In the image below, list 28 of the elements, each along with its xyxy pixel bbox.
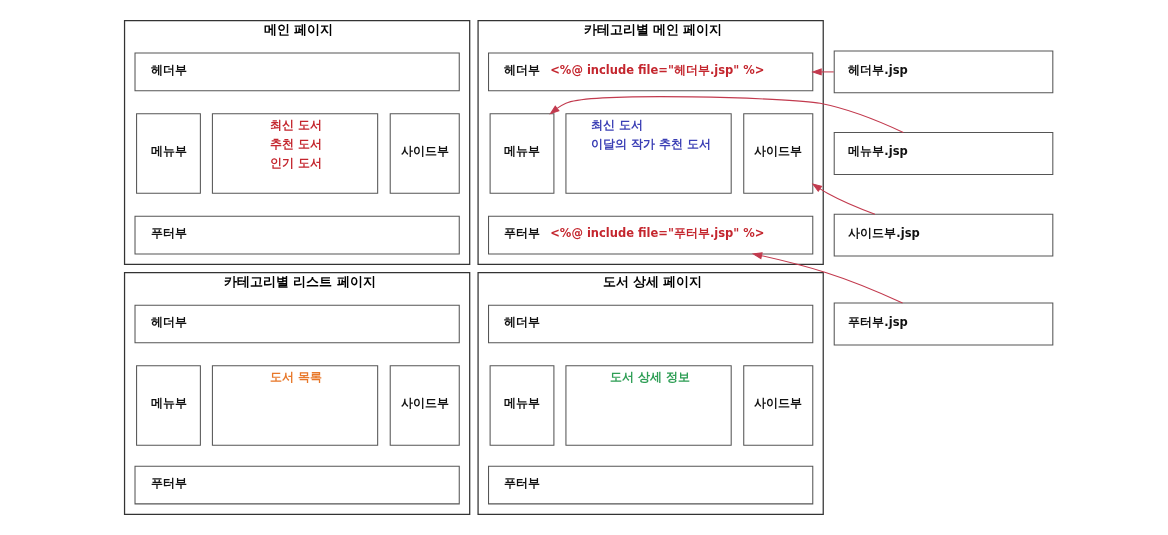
node-box: 메뉴부 (135, 365, 201, 446)
node-box: 사이드부 (742, 113, 813, 194)
node-box: 푸터부 (134, 465, 460, 505)
node-box: 최신 도서 이달의 작가 추천 도서 (564, 113, 732, 194)
node-box: 푸터부 (487, 465, 813, 505)
node-box: 도서 목록 (211, 365, 378, 446)
node-box: 메뉴부 (489, 365, 554, 446)
node-box: 사이드부.jsp (833, 213, 1053, 257)
arrow (548, 96, 904, 134)
node-box: 헤더부 <%@ include file="헤더부.jsp" %> (487, 52, 813, 92)
node-box: 메뉴부 (135, 113, 201, 194)
node-box: 푸터부 <%@ include file="푸터부.jsp" %> (487, 215, 813, 255)
node-box: 최신 도서 추천 도서 인기 도서 (211, 113, 378, 194)
node-box: 헤더부 (487, 304, 813, 344)
arrow (811, 183, 875, 215)
node-box: 푸터부 (134, 215, 460, 255)
node-box: 푸터부.jsp (833, 302, 1053, 346)
node-box: 메뉴부 (489, 113, 554, 194)
node-box: 사이드부 (742, 365, 813, 446)
node-box: 도서 상세 정보 (564, 365, 732, 446)
node-box: 메뉴부.jsp (833, 132, 1053, 175)
node-box: 사이드부 (389, 113, 460, 194)
node-box: 사이드부 (389, 365, 460, 446)
arrow (751, 252, 903, 304)
node-box: 헤더부 (134, 304, 460, 344)
node-box: 헤더부 (134, 52, 460, 92)
node-box: 헤더부.jsp (833, 50, 1053, 94)
arrow (810, 68, 834, 76)
